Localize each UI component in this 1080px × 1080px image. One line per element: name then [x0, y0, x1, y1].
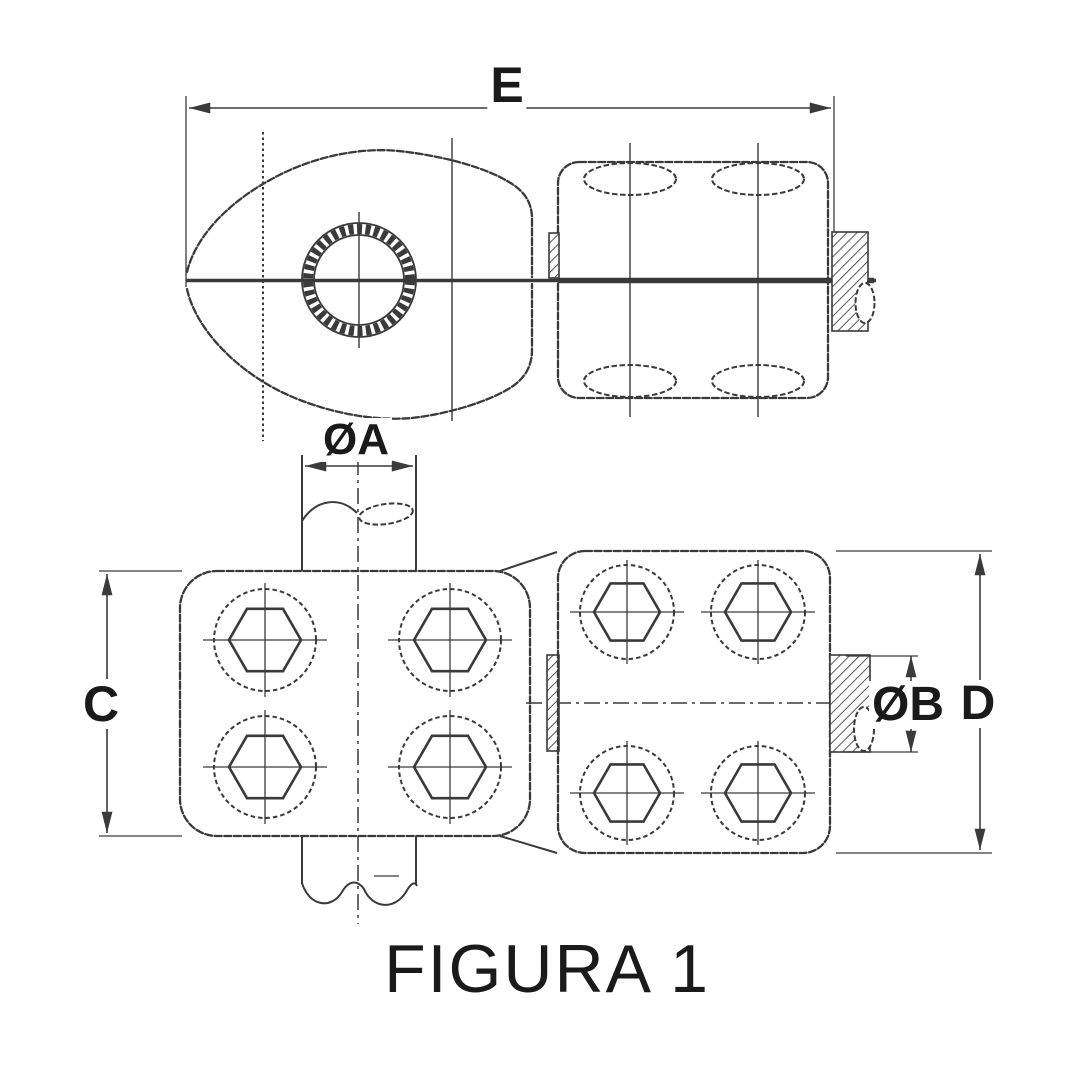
pipe-break-leaf	[358, 502, 414, 526]
right-block-top-view	[556, 160, 830, 400]
dimension-label-a: ØA	[320, 418, 392, 462]
hex-bolt	[570, 560, 684, 664]
left-block-front-view	[178, 569, 532, 838]
pipe-break-bottom	[301, 881, 418, 906]
dimension-label-d: D	[957, 680, 999, 728]
hex-bolt	[388, 583, 512, 697]
hex-bolt	[388, 710, 512, 824]
web-section	[548, 232, 560, 279]
conductor-hole	[301, 212, 417, 348]
hex-bolt	[701, 560, 815, 664]
front-view	[99, 430, 992, 924]
top-view	[185, 96, 876, 441]
bolts	[203, 560, 815, 845]
hex-bolt	[203, 710, 327, 824]
pipe-break-top	[301, 501, 358, 522]
dimension-label-b: ØB	[869, 681, 947, 729]
web-edge-bottom	[499, 835, 558, 854]
dimension-label-e: E	[487, 60, 527, 110]
figure-caption: FIGURA 1	[384, 931, 710, 1007]
hex-bolt	[203, 583, 327, 697]
right-block-front-view	[556, 549, 832, 855]
stud-end	[854, 282, 876, 324]
clamp-body-bottom-half	[185, 282, 534, 420]
hex-bolt	[570, 741, 684, 845]
dimension-label-c: C	[79, 679, 123, 729]
dimension-a	[301, 455, 417, 571]
clamp-body-top-half	[185, 149, 534, 279]
hex-bolt	[701, 741, 815, 845]
web-edge-top	[499, 551, 558, 572]
stud-section	[831, 231, 869, 332]
